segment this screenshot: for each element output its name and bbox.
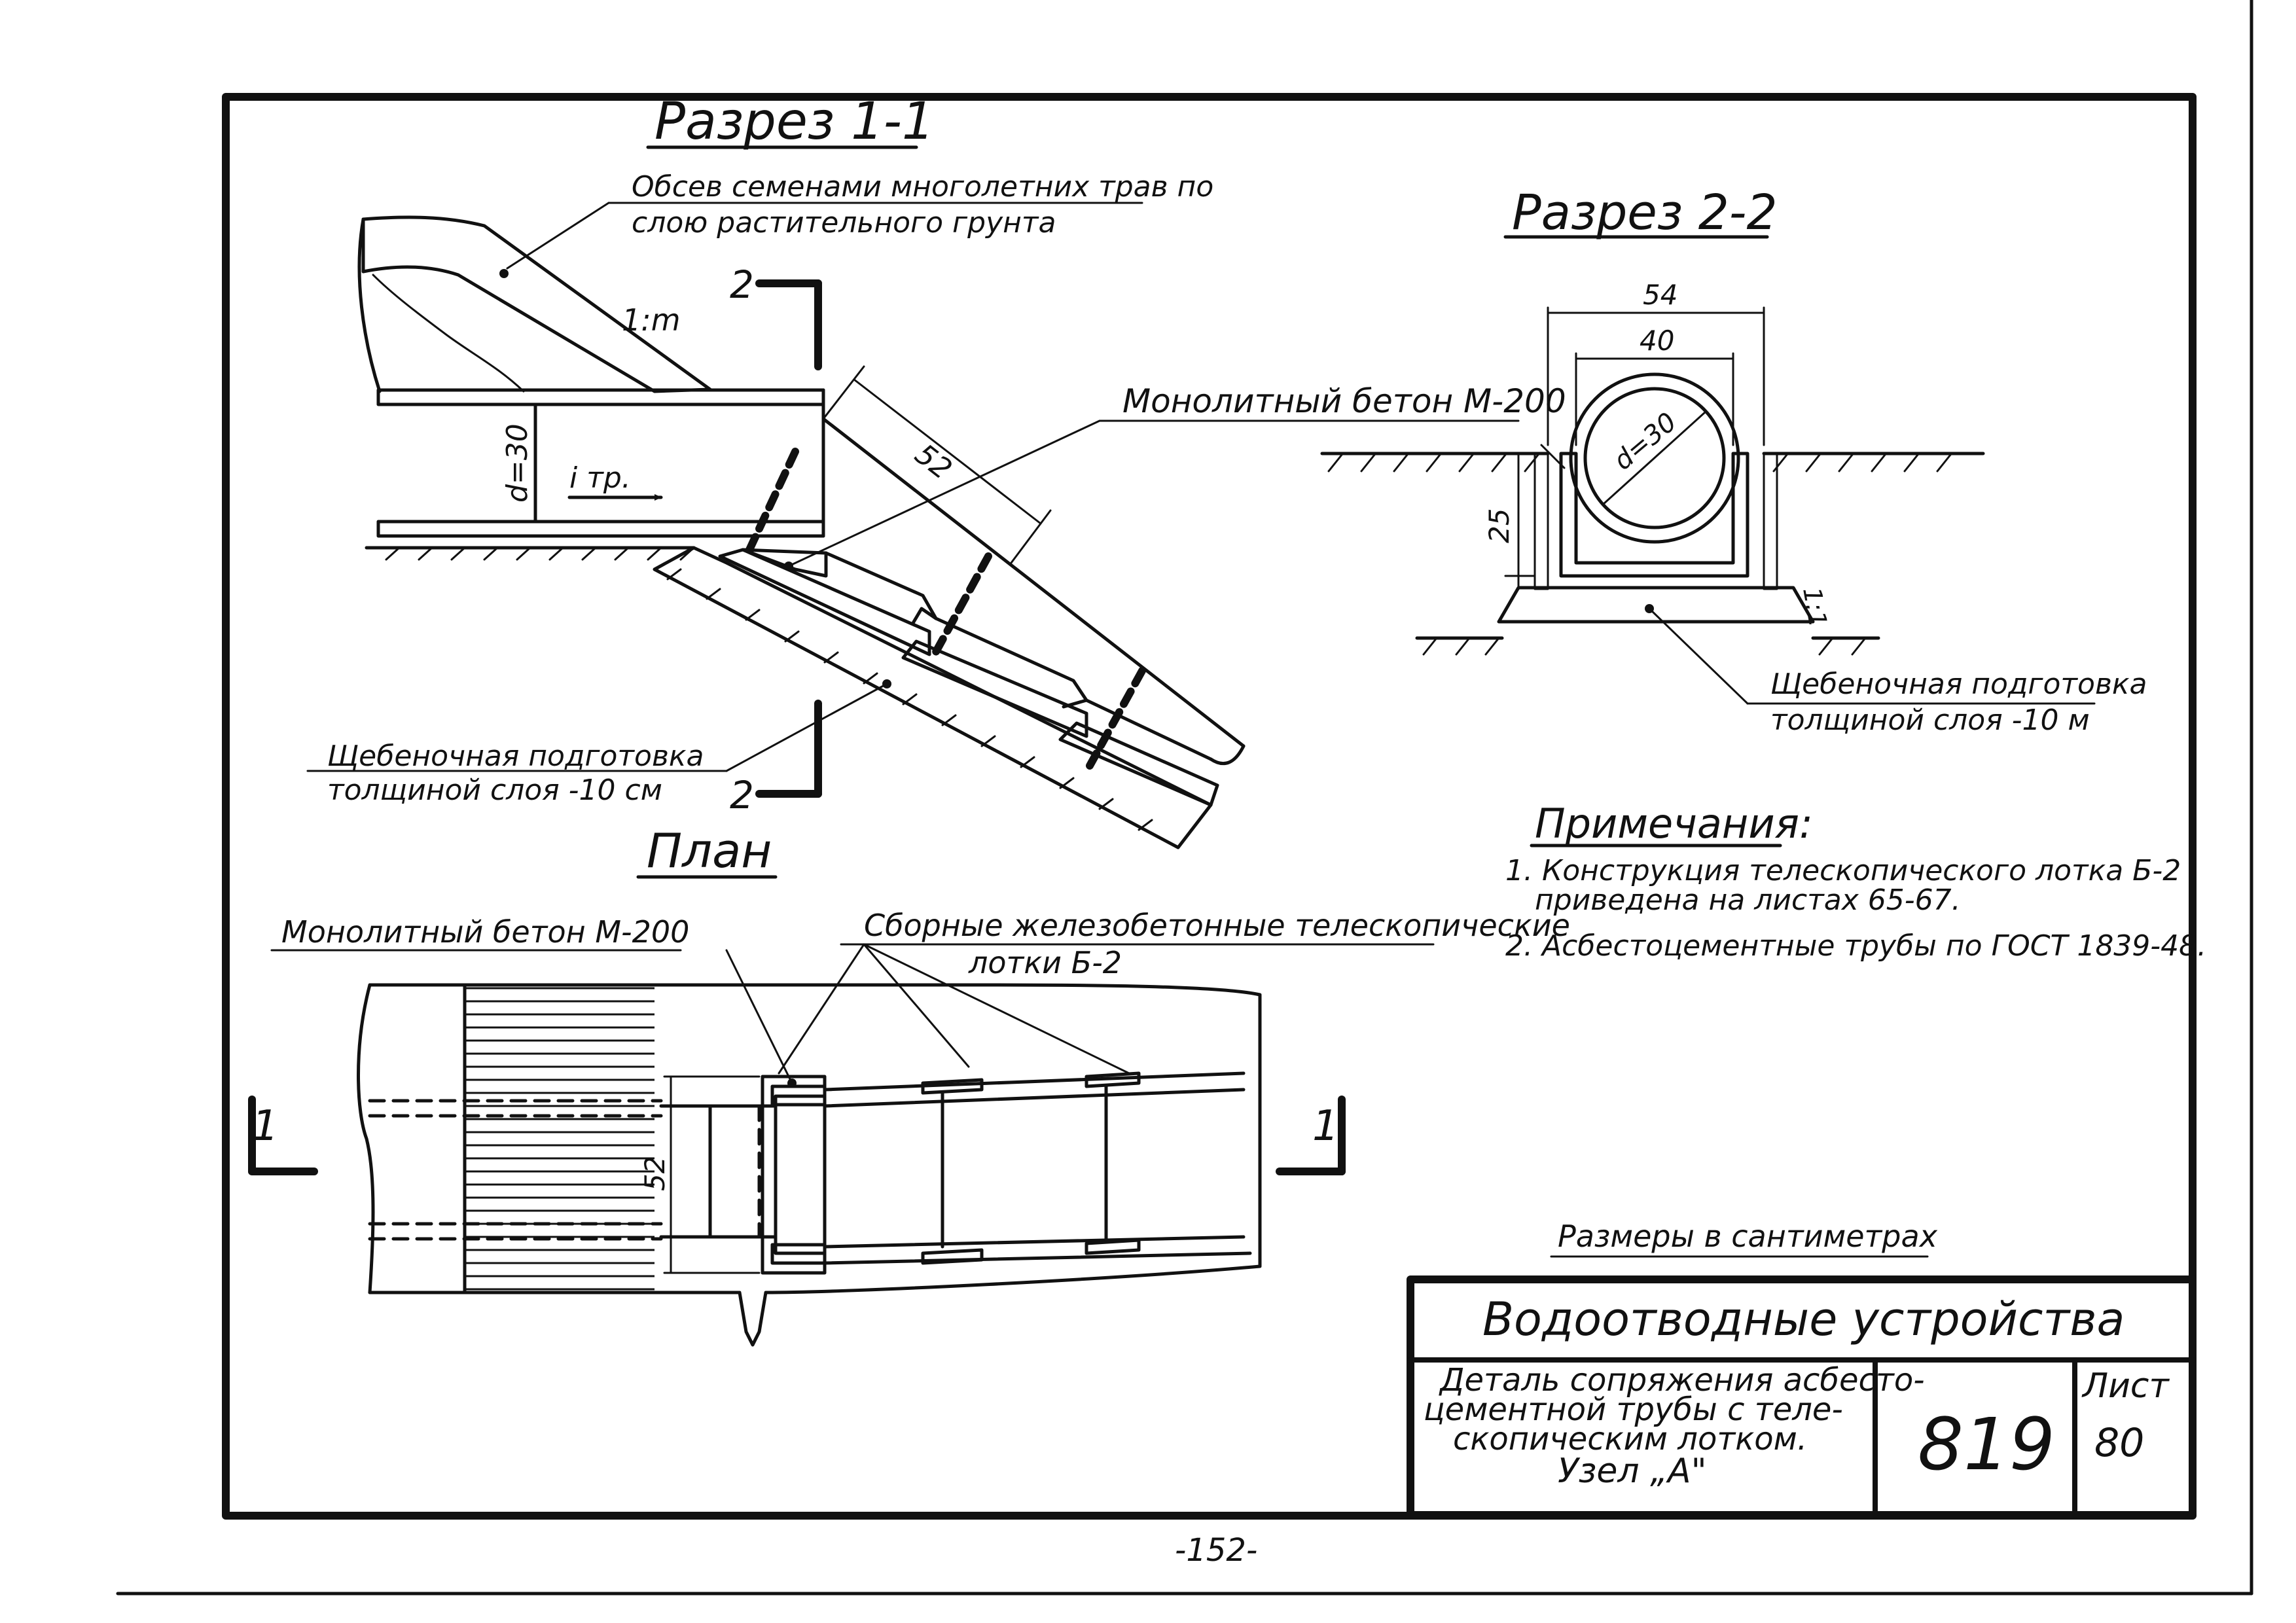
- section-1-title: Разрез 1-1: [655, 92, 934, 151]
- outer-width-dim: 54: [1643, 279, 1677, 311]
- cut-mark-2: 2 2: [730, 262, 822, 817]
- units-note: Размеры в сантиметрах: [1558, 1219, 1938, 1254]
- gravel-base-section1: [653, 546, 1213, 849]
- slope-label-section2: 1:1: [1797, 585, 1833, 630]
- title-desc-line2: цементной трубы с теле-: [1424, 1391, 1843, 1428]
- plan-embankment-hatch: [465, 985, 655, 1293]
- section-2-2: Разрез 2-2 54 40 1:1: [1320, 185, 2147, 737]
- seeding-note-line1: Обсев семенами многолетних трав по: [632, 170, 1213, 204]
- ground-line-section1: [365, 546, 696, 561]
- plan-view: План Монолитный бетон М-200 Сборные желе…: [248, 823, 1570, 1347]
- ground-line-section2: [1320, 452, 1985, 656]
- concrete-label-plan: Монолитный бетон М-200: [281, 914, 689, 950]
- asbestos-pipe: d=30 i тр.: [376, 388, 825, 538]
- cut-mark-2-bottom: 2: [730, 773, 754, 817]
- note-1-line2: приведена на листах 65-67.: [1535, 883, 1961, 917]
- section-2-title: Разрез 2-2: [1512, 185, 1778, 241]
- gravel-line1-section2: Щебеночная подготовка: [1770, 668, 2147, 701]
- concrete-label-section1: Монолитный бетон М-200: [1122, 382, 1566, 420]
- notes-heading: Примечания:: [1535, 800, 1813, 847]
- pipe-slope-label: i тр.: [569, 461, 631, 495]
- drawing-number: 819: [1918, 1402, 2055, 1486]
- slope-label-section1: 1:m: [622, 302, 681, 338]
- cut-mark-2-top: 2: [730, 262, 754, 307]
- gravel-line2-section2: толщиной слоя -10 м: [1770, 704, 2090, 737]
- inner-width-dim: 40: [1640, 325, 1674, 357]
- title-desc-line1: Деталь сопряжения асбесто-: [1439, 1362, 1925, 1399]
- page-number: -152-: [1175, 1532, 1257, 1569]
- pipe-cross-section: d=30: [1569, 372, 1740, 544]
- note-2: 2. Асбестоцементные трубы по ГОСТ 1839-4…: [1505, 929, 2206, 963]
- length-dim-section1: 52: [908, 437, 958, 486]
- section-1-1: Разрез 1-1 Обсев семенами многолетних тр…: [306, 92, 1566, 849]
- telescopic-tray-section: [653, 417, 1246, 849]
- depth-dim: 25: [1483, 508, 1515, 543]
- sheet-label: Лист: [2081, 1366, 2170, 1406]
- title-desc-line4: Узел „А": [1558, 1452, 1707, 1491]
- plan-title: План: [647, 823, 772, 878]
- plan-trays: [823, 1071, 1252, 1265]
- width-dim-plan: 52: [639, 1156, 671, 1191]
- note-1-line1: 1. Конструкция телескопического лотка Б-…: [1505, 854, 2181, 887]
- monolithic-concrete-block: [741, 548, 828, 578]
- trays-label-line1: Сборные железобетонные телескопические: [864, 908, 1570, 943]
- gravel-line2-section1: толщиной слоя -10 см: [327, 774, 662, 807]
- gravel-line1-section1: Щебеночная подготовка: [327, 740, 704, 773]
- title-block-header: Водоотводные устройства: [1482, 1293, 2125, 1346]
- gravel-base-section2: [1497, 586, 1815, 624]
- sheet-number: 80: [2094, 1420, 2144, 1466]
- seeding-note-line2: слою растительного грунта: [632, 206, 1056, 240]
- trays-label-line2: лотки Б-2: [968, 945, 1122, 980]
- cut-mark-1-left: 1: [252, 1102, 279, 1150]
- title-block: Водоотводные устройства Деталь сопряжени…: [1407, 1275, 2197, 1519]
- title-desc-line3: скопическим лотком.: [1453, 1421, 1807, 1457]
- cut-mark-1: 1 1: [248, 1096, 1346, 1175]
- notes-block: Примечания: 1. Конструкция телескопическ…: [1505, 800, 2206, 963]
- pipe-diameter-label: d=30: [501, 423, 534, 503]
- cut-mark-1-right: 1: [1312, 1102, 1339, 1150]
- sheet-frame: [116, 0, 2253, 1596]
